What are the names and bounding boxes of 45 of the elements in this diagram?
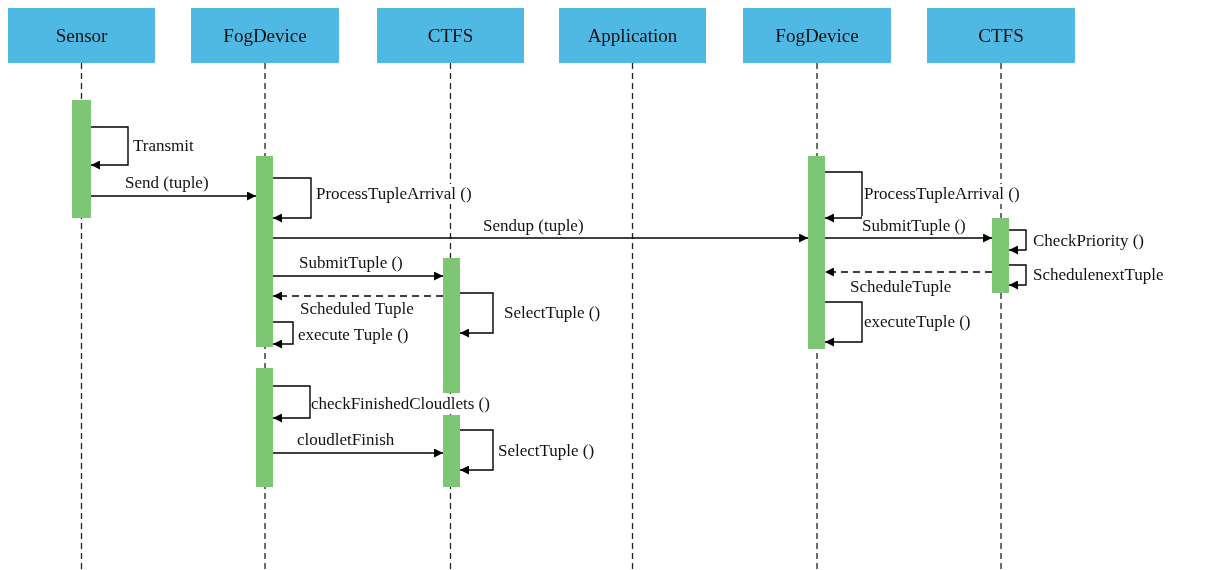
message-label: SelectTuple () bbox=[504, 303, 601, 323]
message-label: Scheduled Tuple bbox=[300, 299, 414, 319]
message-arrow bbox=[824, 171, 863, 223]
participant-box: FogDevice bbox=[743, 8, 891, 63]
activation-bar bbox=[443, 258, 460, 393]
participant-box: FogDevice bbox=[191, 8, 339, 63]
message-label: executeTuple () bbox=[864, 312, 971, 332]
message-arrow bbox=[272, 271, 444, 281]
message-label: execute Tuple () bbox=[298, 325, 409, 345]
participant-box: Application bbox=[559, 8, 706, 63]
message-arrow bbox=[272, 321, 294, 349]
message-label: Sendup (tuple) bbox=[483, 216, 584, 236]
message-arrow bbox=[824, 267, 993, 277]
message-arrow bbox=[272, 448, 444, 458]
message-label: SubmitTuple () bbox=[299, 253, 403, 273]
message-arrow bbox=[1008, 264, 1027, 290]
message-arrow bbox=[272, 291, 444, 301]
message-label: ScheduleTuple bbox=[850, 277, 952, 297]
message-arrow bbox=[90, 126, 129, 170]
message-label: ProcessTupleArrival () bbox=[864, 184, 1020, 204]
message-arrow bbox=[90, 191, 257, 201]
message-label: SchedulenextTuple bbox=[1033, 265, 1164, 285]
activation-bar bbox=[443, 415, 460, 487]
message-arrow bbox=[272, 385, 311, 423]
activation-bar bbox=[808, 156, 825, 349]
activation-bar bbox=[256, 156, 273, 347]
message-arrow bbox=[824, 301, 863, 347]
message-label: checkFinishedCloudlets () bbox=[311, 394, 490, 414]
activation-bar bbox=[992, 218, 1009, 293]
message-arrow bbox=[272, 177, 312, 223]
message-arrow bbox=[1008, 229, 1027, 255]
message-label: ProcessTupleArrival () bbox=[316, 184, 472, 204]
message-label: Send (tuple) bbox=[125, 173, 209, 193]
message-arrow bbox=[459, 429, 494, 475]
participant-box: CTFS bbox=[927, 8, 1075, 63]
message-arrow bbox=[824, 233, 993, 243]
message-arrow bbox=[272, 233, 809, 243]
message-arrow bbox=[459, 292, 494, 338]
participant-box: Sensor bbox=[8, 8, 155, 63]
activation-bar bbox=[256, 368, 273, 487]
activation-bar bbox=[72, 100, 91, 218]
participant-box: CTFS bbox=[377, 8, 524, 63]
message-label: SubmitTuple () bbox=[862, 216, 966, 236]
message-label: CheckPriority () bbox=[1033, 231, 1144, 251]
message-label: SelectTuple () bbox=[498, 441, 595, 461]
